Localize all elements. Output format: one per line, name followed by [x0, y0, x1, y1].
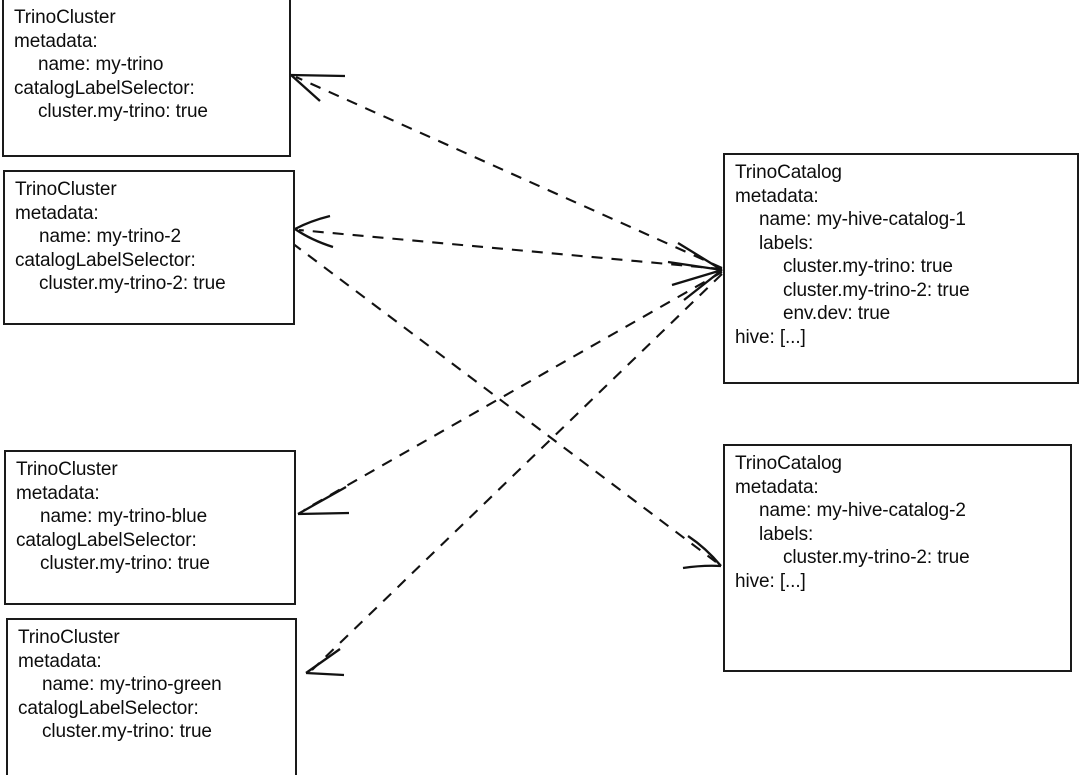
- node-line: TrinoCatalog: [735, 453, 842, 474]
- node-line: metadata:: [15, 202, 99, 224]
- node-line: name: my-trino: [38, 54, 164, 75]
- edge-catalog1-to-my-trino: [290, 73, 723, 269]
- node-line: labels:: [759, 232, 814, 254]
- node-line: cluster.my-trino: true: [42, 721, 212, 742]
- node-line: catalogLabelSelector:: [14, 77, 195, 99]
- node-line: cluster.my-trino-2: true: [783, 547, 970, 568]
- node-line: hive: [...]: [735, 326, 806, 348]
- node-line: name: my-trino-green: [42, 674, 222, 695]
- node-line: cluster.my-trino-2: true: [783, 279, 970, 301]
- edge-catalog1-to-my-trino-green: [305, 273, 723, 677]
- node-line: TrinoCluster: [16, 459, 118, 480]
- node-line: env.dev: true: [783, 303, 891, 324]
- node-catalog-my-hive-catalog-1[interactable]: TrinoCatalog metadata: name: my-hive-cat…: [723, 153, 1079, 384]
- node-cluster-my-trino-blue[interactable]: TrinoCluster metadata: name: my-trino-bl…: [4, 450, 296, 605]
- node-line: catalogLabelSelector:: [18, 697, 199, 719]
- node-line: cluster.my-trino: true: [38, 101, 208, 122]
- node-line: metadata:: [14, 30, 98, 52]
- node-line: metadata:: [735, 476, 819, 498]
- node-line: cluster.my-trino: true: [783, 256, 953, 277]
- node-cluster-my-trino-green[interactable]: TrinoCluster metadata: name: my-trino-gr…: [6, 618, 297, 775]
- node-line: labels:: [759, 523, 814, 545]
- node-line: metadata:: [735, 185, 819, 207]
- node-line: name: my-trino-2: [39, 226, 181, 247]
- node-line: name: my-hive-catalog-2: [759, 500, 966, 521]
- edge-catalog1-to-my-trino-2: [294, 214, 723, 271]
- node-line: metadata:: [16, 482, 100, 504]
- node-cluster-my-trino[interactable]: TrinoCluster metadata: name: my-trino ca…: [2, 0, 291, 157]
- node-line: cluster.my-trino: true: [40, 553, 210, 574]
- node-line: TrinoCluster: [18, 627, 120, 648]
- node-line: name: my-trino-blue: [40, 506, 208, 527]
- node-line: catalogLabelSelector:: [15, 249, 196, 271]
- node-line: TrinoCluster: [15, 179, 117, 200]
- node-line: TrinoCatalog: [735, 162, 842, 183]
- edge-my-trino-2-to-catalog2: [291, 242, 722, 570]
- edge-convergence-marks: [667, 242, 723, 301]
- node-line: cluster.my-trino-2: true: [39, 273, 226, 294]
- node-line: metadata:: [18, 650, 102, 672]
- node-catalog-my-hive-catalog-2[interactable]: TrinoCatalog metadata: name: my-hive-cat…: [723, 444, 1072, 672]
- node-line: TrinoCluster: [14, 7, 116, 28]
- edge-catalog1-to-my-trino-blue: [297, 271, 723, 516]
- node-cluster-my-trino-2[interactable]: TrinoCluster metadata: name: my-trino-2 …: [3, 170, 295, 325]
- node-line: catalogLabelSelector:: [16, 529, 197, 551]
- node-line: hive: [...]: [735, 570, 806, 592]
- node-line: name: my-hive-catalog-1: [759, 209, 966, 230]
